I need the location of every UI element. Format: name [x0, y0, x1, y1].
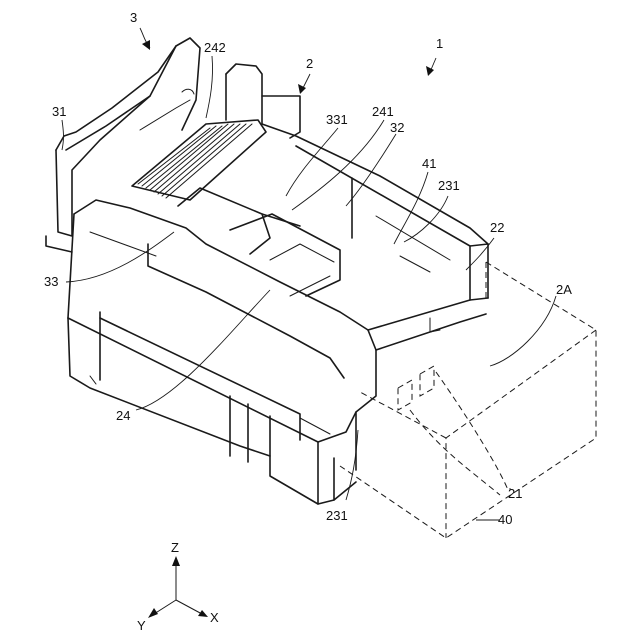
z-arrow-icon [172, 556, 180, 566]
label-331: 331 [326, 112, 348, 127]
label-24: 24 [116, 408, 130, 423]
axis-label-x: X [210, 610, 219, 625]
dashed-contacts-21 [398, 366, 508, 495]
label-242: 242 [204, 40, 226, 55]
label-241: 241 [372, 104, 394, 119]
label-21: 21 [508, 486, 522, 501]
housing-2 [68, 64, 488, 504]
coordinate-axes: Z X Y [137, 540, 219, 633]
label-3: 3 [130, 10, 137, 25]
leader-lines [62, 28, 556, 520]
label-32: 32 [390, 120, 404, 135]
label-2: 2 [306, 56, 313, 71]
label-2A: 2A [556, 282, 572, 297]
label-40: 40 [498, 512, 512, 527]
lever-3 [46, 38, 200, 252]
reference-labels: 1 2 3 31 242 331 241 32 41 231 22 2A 33 … [44, 10, 572, 527]
label-1: 1 [436, 36, 443, 51]
y-arrow-icon [148, 608, 158, 618]
label-31: 31 [52, 104, 66, 119]
axis-label-y: Y [137, 618, 146, 633]
label-22: 22 [490, 220, 504, 235]
label-231-top: 231 [438, 178, 460, 193]
axis-label-z: Z [171, 540, 179, 555]
label-33: 33 [44, 274, 58, 289]
label-41: 41 [422, 156, 436, 171]
x-arrow-icon [198, 610, 208, 617]
label-231-bottom: 231 [326, 508, 348, 523]
dashed-board-outline [340, 262, 596, 538]
